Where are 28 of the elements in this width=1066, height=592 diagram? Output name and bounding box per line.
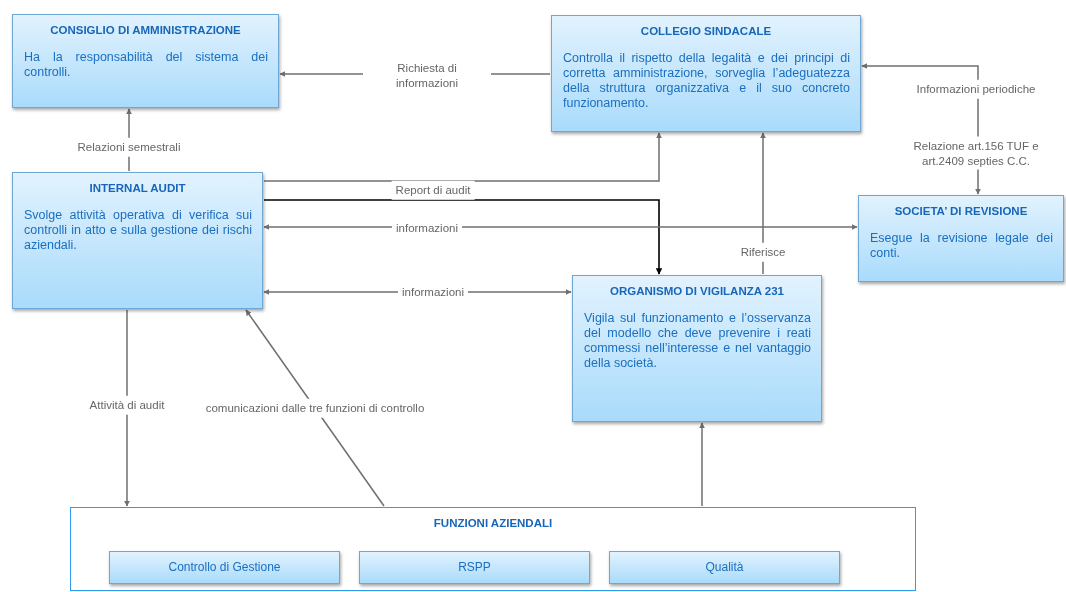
- process-box: [572, 275, 822, 422]
- box-description: Svolge attività operativa di verifica sui controlli in atto e sulla gestione dei rischi aziendali.: [24, 208, 252, 253]
- box-label: RSPP: [457, 559, 492, 576]
- box-description: Esegue la revisione legale dei conti.: [870, 231, 1053, 261]
- process-box: [12, 14, 279, 108]
- box-label: Qualità: [704, 559, 745, 576]
- box-label: Controllo di Gestione: [167, 559, 282, 576]
- box-title: FUNZIONI AZIENDALI: [432, 517, 554, 529]
- process-box: [858, 195, 1064, 282]
- box-title: COLLEGIO SINDACALE: [639, 25, 773, 37]
- box-title: CONSIGLIO DI AMMINISTRAZIONE: [49, 24, 242, 36]
- box-description: Vigila sul funzionamento e l’osservanza del modello che deve prevenire i reati commessi nell’interesse e nel vantaggio della società.: [584, 311, 811, 371]
- box-description: Controlla il rispetto della legalità e dei principi di corretta amministrazione, sorveglia l’adeguatezza della struttura organizzativa e il suo concreto funzionamento.: [563, 51, 850, 111]
- function-box: [609, 551, 840, 584]
- arrow: [245, 309, 385, 507]
- group-box: [70, 507, 916, 591]
- arrow: [263, 199, 663, 275]
- box-description: Ha la responsabilità del sistema dei controlli.: [24, 50, 268, 80]
- box-title: INTERNAL AUDIT: [88, 182, 187, 194]
- process-box: [551, 15, 861, 132]
- box-title: SOCIETA’ DI REVISIONE: [893, 205, 1029, 217]
- function-box: [109, 551, 340, 584]
- function-box: [359, 551, 590, 584]
- arrow: [124, 309, 130, 507]
- arrow: [263, 224, 858, 230]
- box-title: ORGANISMO DI VIGILANZA 231: [609, 285, 785, 297]
- arrow: [699, 422, 705, 507]
- process-box: [12, 172, 263, 309]
